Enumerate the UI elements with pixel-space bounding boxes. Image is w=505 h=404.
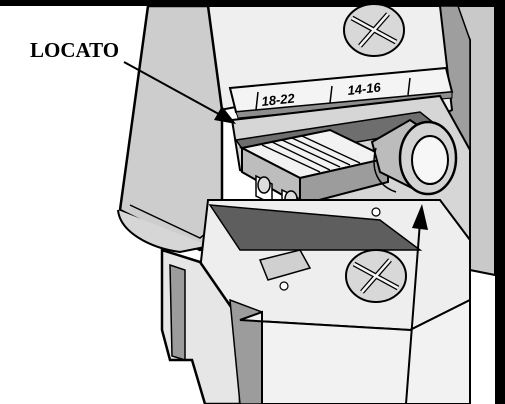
locato-arrow (123, 61, 236, 124)
scale-label-left: 18-22 (261, 91, 296, 109)
bottom-screw (345, 249, 407, 303)
small-pin-1 (371, 207, 381, 217)
top-screw (343, 3, 405, 57)
small-pin-2 (279, 281, 289, 291)
scale-tick-3 (407, 77, 411, 96)
left-handle (117, 4, 224, 254)
lower-legs (160, 248, 471, 404)
locato-label: LOCATO (30, 38, 120, 62)
scale-plate-edge (235, 91, 453, 119)
top-border (0, 0, 505, 6)
locator-knob (370, 118, 458, 196)
lower-jaw-groove (208, 204, 423, 251)
knob-arrow (405, 204, 428, 404)
scale-tick-1 (255, 91, 259, 111)
locator-slider (239, 128, 392, 220)
scale-tick-2 (329, 85, 333, 104)
right-border (495, 0, 505, 404)
scale-label-right: 14-16 (347, 80, 382, 98)
lower-jaw-notch (258, 249, 312, 281)
